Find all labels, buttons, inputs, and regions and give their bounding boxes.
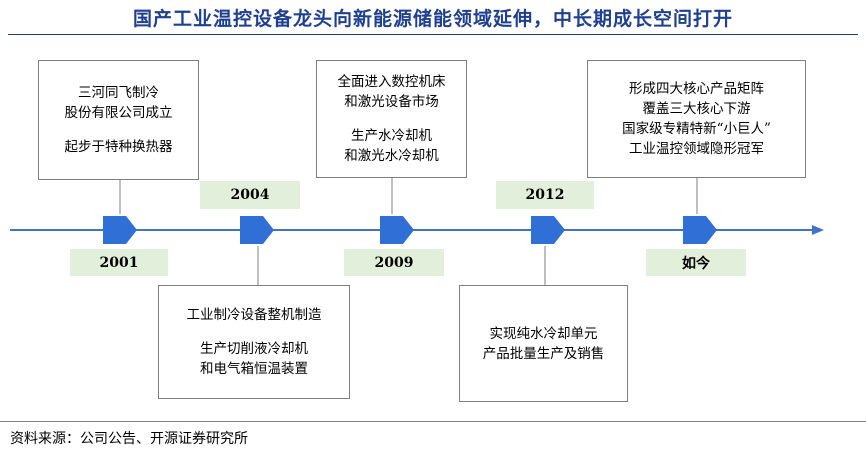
page-title: 国产工业温控设备龙头向新能源储能领域延伸，中长期成长空间打开 [132,8,733,30]
marker-2009 [380,216,414,244]
box-line: 工业制冷设备整机制造 [186,307,322,323]
box-line: 国家级专精特新“小巨人” [622,121,771,137]
box-line: 起步于特种换热器 [64,139,173,155]
source-divider [0,421,866,422]
box-line: 三河同飞制冷 [78,85,159,101]
box-line: 工业温控领域隐形冠军 [629,141,764,157]
box-line: 实现纯水冷却单元 [489,325,598,342]
milestone-box-2001: 三河同飞制冷 股份有限公司成立 起步于特种换热器 [38,60,199,180]
marker-today [683,216,717,244]
box-line: 股份有限公司成立 [64,105,173,121]
marker-2001 [103,216,137,244]
year-label-2001: 2001 [70,249,168,276]
year-label-2009: 2009 [344,249,444,276]
marker-2004 [240,216,274,244]
source-note: 资料来源：公司公告、开源证券研究所 [10,431,248,447]
marker-2012 [531,216,565,244]
box-line: 覆盖三大核心下游 [642,101,751,117]
box-line: 形成四大核心产品矩阵 [629,81,764,97]
milestone-box-2009: 全面进入数控机床 和激光设备市场 生产水冷却机 和激光水冷却机 [316,60,467,178]
year-label-today: 如今 [646,249,746,276]
box-line: 生产切削液冷却机 [200,341,308,357]
title-divider [8,34,858,35]
box-line: 和电气箱恒温装置 [200,361,308,377]
year-label-2012: 2012 [496,181,594,209]
box-line: 和激光水冷却机 [344,148,439,164]
box-line: 生产水冷却机 [351,128,432,144]
milestone-box-2012: 实现纯水冷却单元 产品批量生产及销售 [459,285,628,402]
box-line: 和激光设备市场 [344,94,439,110]
year-label-2004: 2004 [200,181,300,209]
timeline-arrowhead [812,225,824,235]
box-line: 全面进入数控机床 [337,74,446,90]
milestone-box-today: 形成四大核心产品矩阵 覆盖三大核心下游 国家级专精特新“小巨人” 工业温控领域隐… [587,60,806,178]
milestone-box-2004: 工业制冷设备整机制造 生产切削液冷却机 和电气箱恒温装置 [158,285,350,399]
box-line: 产品批量生产及销售 [482,345,605,362]
